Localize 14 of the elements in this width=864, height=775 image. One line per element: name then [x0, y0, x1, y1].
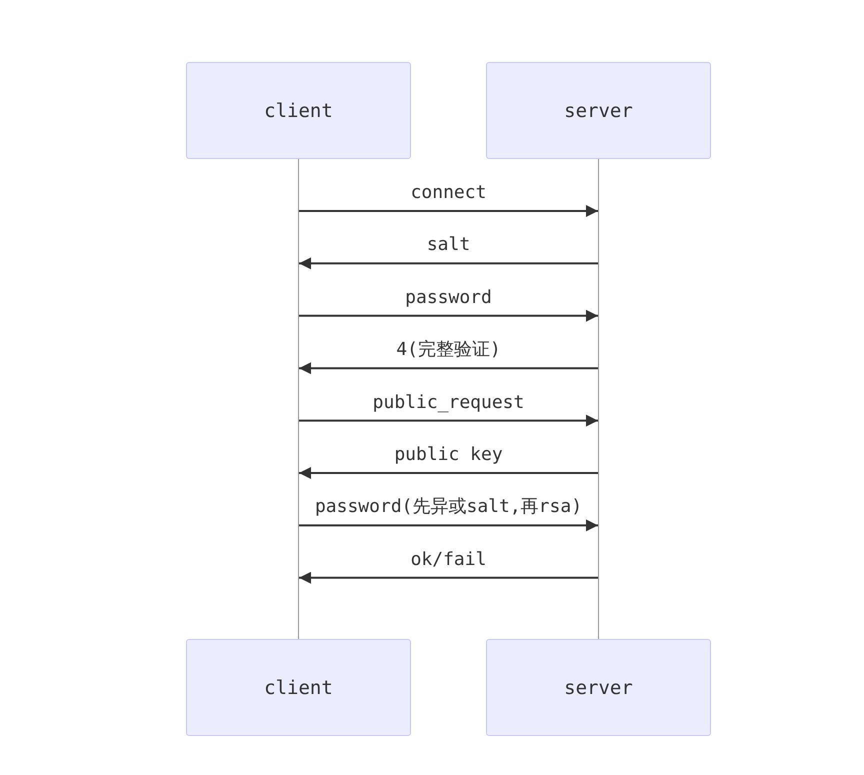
message-arrow — [299, 467, 598, 479]
message-arrow — [299, 310, 598, 322]
participant-box: client — [186, 639, 411, 736]
participant-box: server — [486, 639, 711, 736]
message-arrow — [299, 414, 598, 427]
message-arrow — [299, 205, 598, 217]
message-arrow — [299, 362, 598, 374]
lifeline — [598, 159, 599, 639]
participant-box: server — [486, 62, 711, 159]
lifeline — [298, 159, 299, 639]
message-arrow — [299, 257, 598, 270]
participant-box: client — [186, 62, 411, 159]
message-arrow — [299, 572, 598, 584]
message-arrow — [299, 519, 598, 532]
